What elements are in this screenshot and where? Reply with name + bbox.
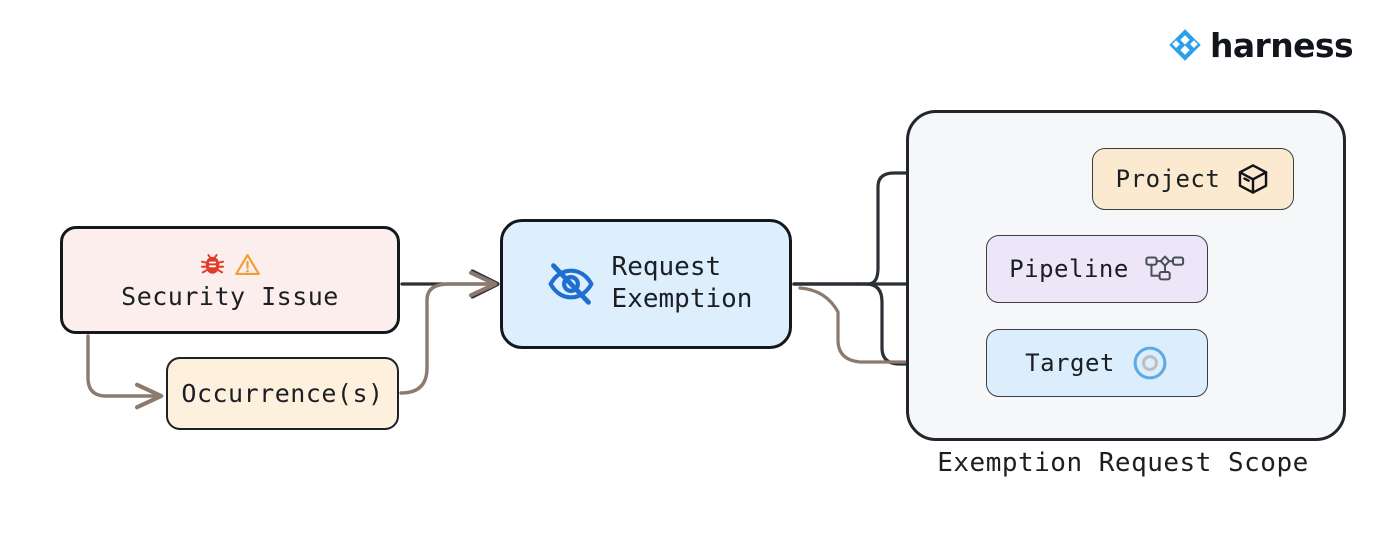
eye-off-icon: [548, 263, 594, 305]
security-issue-icons: [199, 250, 261, 280]
target-circle-icon: [1133, 346, 1167, 380]
scope-caption: Exemption Request Scope: [937, 448, 1309, 478]
request-exemption-label: Request Exemption: [611, 252, 753, 314]
security-issue-label: Security Issue: [121, 281, 339, 311]
brand-logo: harness: [1168, 25, 1354, 65]
warning-triangle-icon: [235, 253, 260, 276]
cube-box-icon: [1239, 164, 1268, 194]
node-occurrences[interactable]: Occurrence(s): [166, 357, 399, 430]
edge-security-to-occurrences: [86, 334, 164, 410]
scope-project-label: Project: [1115, 165, 1221, 193]
scope-target-label: Target: [1025, 349, 1115, 377]
scope-item-project[interactable]: Project: [1092, 148, 1294, 210]
occurrences-label: Occurrence(s): [181, 379, 384, 408]
node-security-issue[interactable]: Security Issue: [60, 226, 400, 334]
edge-occurrences-to-exemption: [399, 270, 498, 395]
edge-exemption-to-target-alt: [798, 286, 982, 375]
scope-item-target[interactable]: Target: [986, 329, 1208, 397]
scope-pipeline-label: Pipeline: [1009, 255, 1129, 283]
node-request-exemption[interactable]: Request Exemption: [500, 219, 792, 349]
scope-item-pipeline[interactable]: Pipeline: [986, 235, 1208, 303]
pipeline-nodes-icon: [1145, 255, 1184, 281]
bug-icon: [200, 254, 225, 274]
harness-diamond-logo-icon: [1169, 29, 1201, 61]
brand-name: harness: [1210, 25, 1354, 65]
